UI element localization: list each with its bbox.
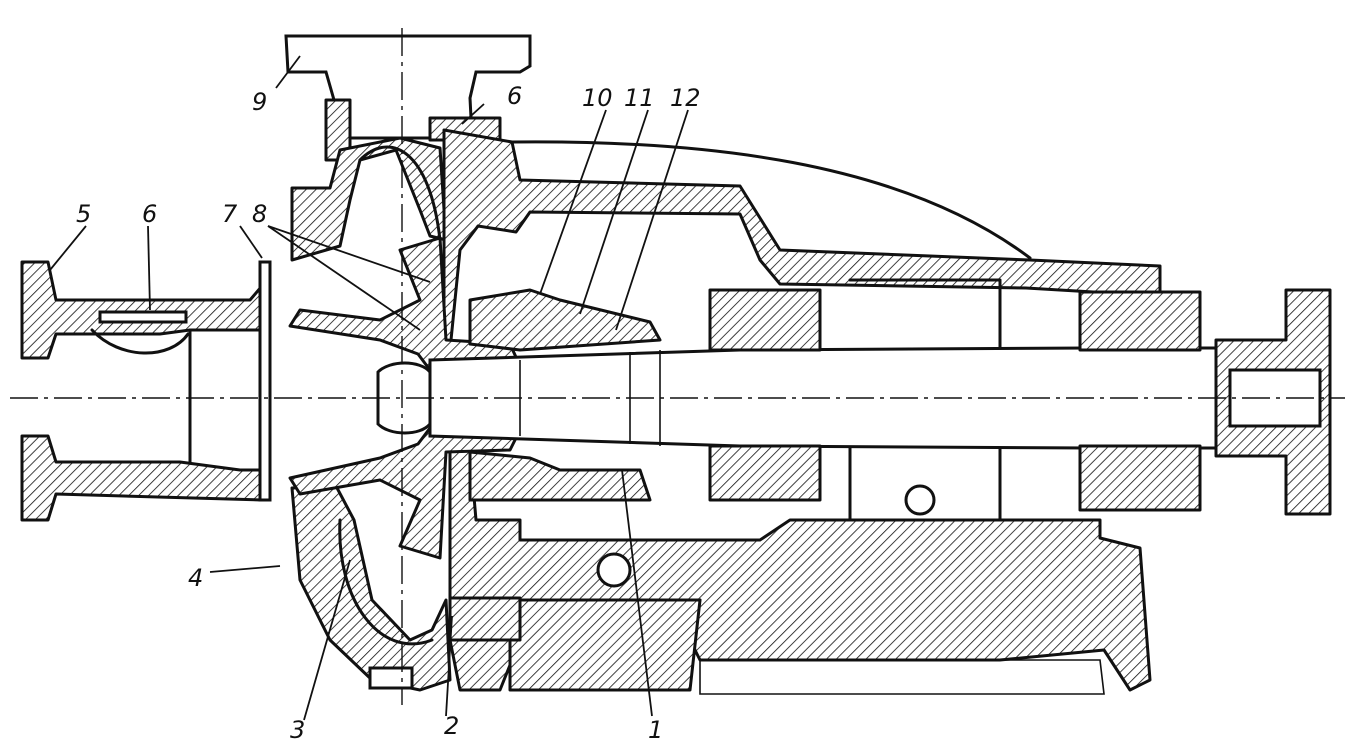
- label-6-left: 6: [142, 200, 157, 228]
- label-8: 8: [252, 200, 267, 228]
- bearings: [596, 278, 1202, 588]
- label-5: 5: [76, 200, 91, 228]
- label-10: 10: [582, 84, 613, 112]
- part-labels: 9 6 10 11 12 5 6 7 8 4 3 2 1: [76, 82, 701, 744]
- label-2: 2: [444, 712, 459, 740]
- volute-casing: [290, 136, 452, 692]
- label-12: 12: [670, 84, 701, 112]
- label-4: 4: [188, 564, 203, 592]
- label-3: 3: [290, 716, 305, 744]
- label-7: 7: [222, 200, 238, 228]
- stuffing-box: [468, 288, 662, 502]
- discharge-flange: [284, 34, 532, 162]
- label-1: 1: [648, 716, 663, 744]
- center-lines: [10, 28, 1345, 705]
- label-9: 9: [252, 88, 267, 116]
- label-11: 11: [624, 84, 655, 112]
- label-6-top: 6: [507, 82, 522, 110]
- coupling-flange: [1214, 288, 1332, 516]
- leader-lines: [49, 55, 689, 721]
- suction-pipe: [20, 260, 272, 522]
